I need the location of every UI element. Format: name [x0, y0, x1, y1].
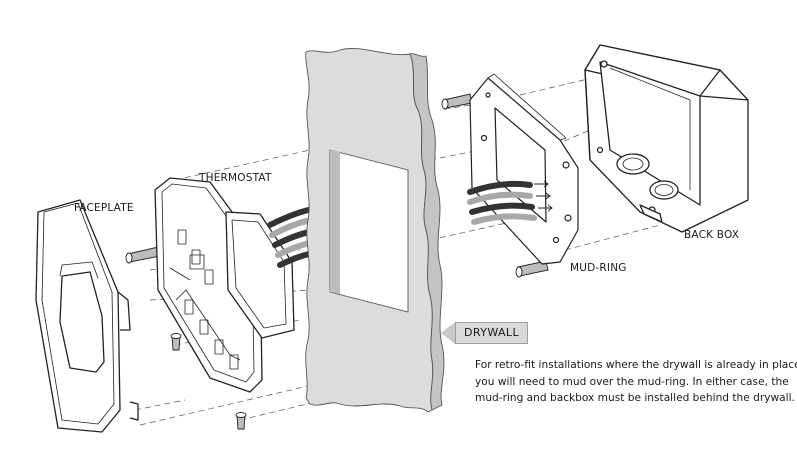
- drywall-panel: [305, 48, 445, 413]
- back-box-drawing: [584, 44, 749, 233]
- note-line-2: you will need to mud over the mud-ring. …: [475, 375, 789, 388]
- drywall-label: DRYWALL: [455, 322, 528, 344]
- mud-ring-wire-arrows: [534, 180, 553, 212]
- installation-note: For retro-fit installations where the dr…: [475, 357, 797, 407]
- note-line-1: For retro-fit installations where the dr…: [475, 359, 797, 371]
- note-line-3: mud-ring and backbox must be installed b…: [475, 392, 795, 404]
- screw-small-2: [235, 412, 247, 430]
- screw-left: [125, 246, 161, 264]
- mud-ring-drawing: [469, 73, 579, 265]
- thermostat-label: THERMOSTAT: [199, 172, 272, 184]
- drywall-tag: DRYWALL: [441, 322, 528, 344]
- screw-mudring-bottom: [515, 260, 549, 278]
- faceplate-label: FACEPLATE: [74, 202, 134, 214]
- back-box-label: BACK BOX: [684, 229, 740, 241]
- screw-small-1: [170, 333, 182, 351]
- mud-ring-label: MUD-RING: [570, 262, 627, 274]
- thermostat-drawing: [154, 177, 295, 393]
- faceplate-drawing: [35, 199, 139, 433]
- mud-ring-wires: [467, 180, 537, 225]
- left-arrow-icon: [441, 322, 455, 344]
- screw-mudring-top: [441, 93, 473, 110]
